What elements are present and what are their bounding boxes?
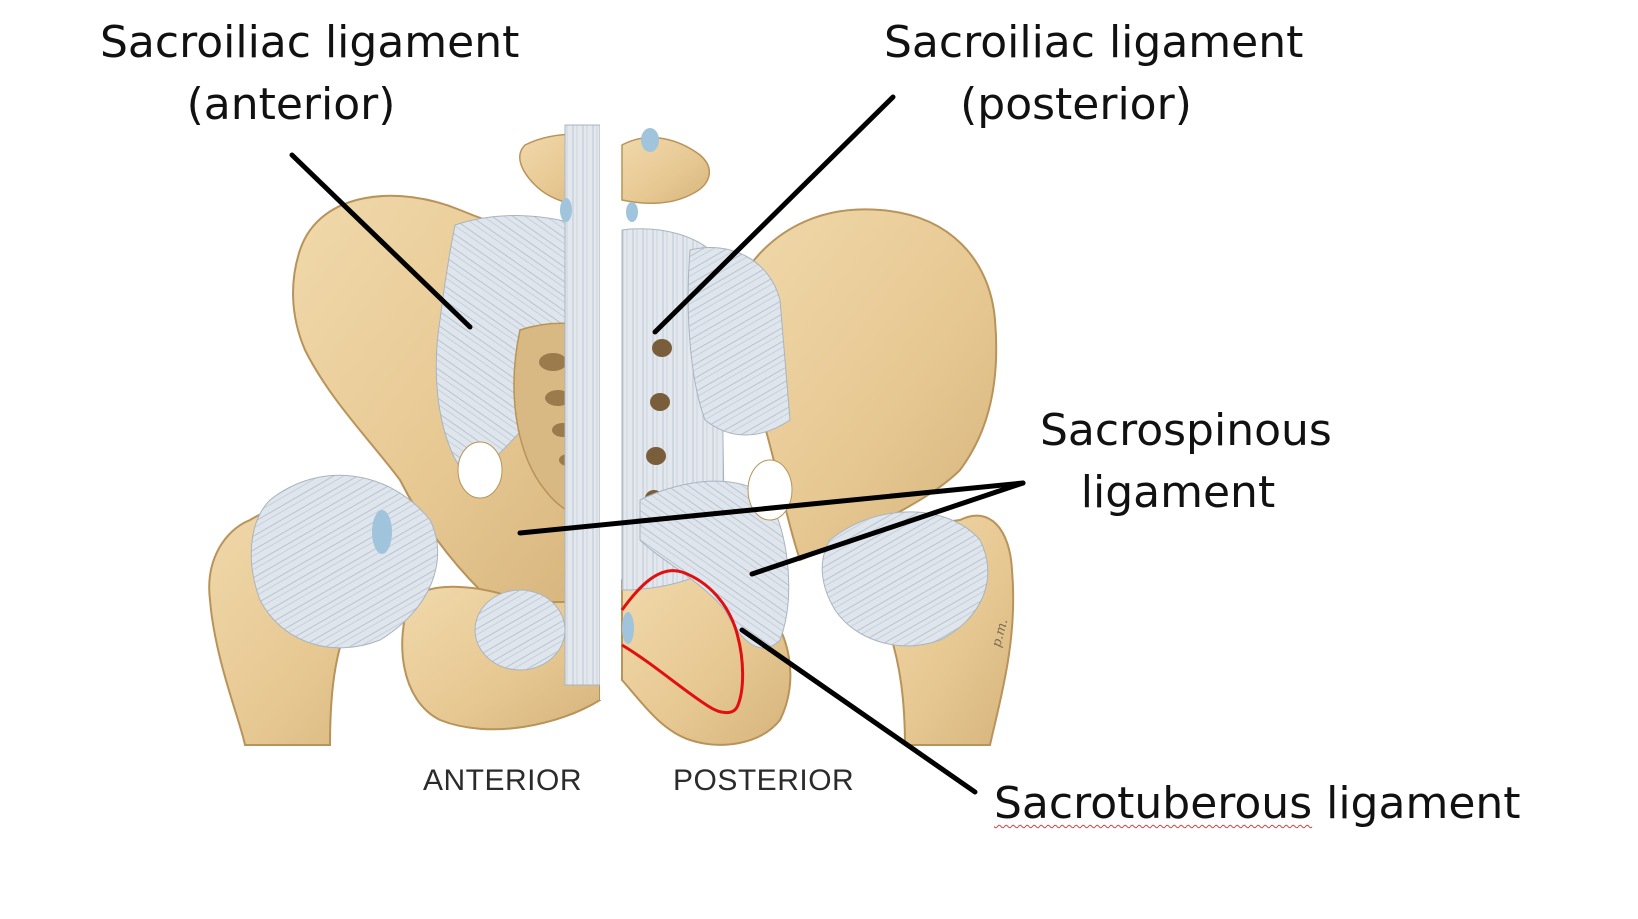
label-sacroiliac-anterior-line2: (anterior) <box>186 79 396 130</box>
label-sacroiliac-posterior-line1: Sacroiliac ligament <box>884 17 1304 68</box>
leader-si-posterior <box>652 94 896 335</box>
leader-sacrospinous-upper <box>517 480 1026 536</box>
leader-sacrospinous-lower <box>749 480 1026 577</box>
anterior-longitudinal-ligament <box>564 124 601 686</box>
left-disc <box>560 198 572 222</box>
leader-sacrotuberous <box>739 627 978 795</box>
leader-lines <box>289 94 1026 795</box>
label-sacroiliac-posterior-line2: (posterior) <box>960 79 1192 130</box>
view-label-posterior: POSTERIOR <box>673 764 855 797</box>
label-sacrotuberous-word1: Sacrotuberous <box>994 778 1313 829</box>
right-disc <box>641 128 659 152</box>
label-sacroiliac-anterior: Sacroiliac ligament (anterior) <box>100 12 520 136</box>
posterior-sacral-foramen <box>652 339 672 357</box>
view-divider <box>600 120 622 700</box>
left-obturator-membrane <box>474 589 566 671</box>
left-pubic-cartilage <box>372 510 392 554</box>
label-sacrospinous-line2: ligament <box>1080 467 1276 518</box>
posterior-sacral-foramen <box>646 447 666 465</box>
sacrotuberous-ligament-fibers <box>639 480 790 649</box>
label-sacrospinous: Sacrospinous ligament <box>1040 400 1332 524</box>
label-sacrotuberous: Sacrotuberous ligament <box>994 773 1521 835</box>
anterior-sacral-foramen <box>539 353 567 371</box>
label-sacroiliac-anterior-line1: Sacroiliac ligament <box>100 17 520 68</box>
label-sacroiliac-posterior: Sacroiliac ligament (posterior) <box>884 12 1304 136</box>
right-lumbar-vertebra <box>621 136 710 205</box>
left-sciatic-foramen <box>457 441 503 499</box>
right-disc <box>626 202 638 222</box>
right-pubic-cartilage <box>622 612 634 644</box>
left-hip-capsule <box>250 474 439 649</box>
label-sacrospinous-line1: Sacrospinous <box>1040 405 1332 456</box>
anterior-view <box>208 124 601 746</box>
leader-si-anterior <box>289 152 473 330</box>
posterior-view: p.m. <box>620 128 1015 746</box>
highlighted-region-outline <box>620 569 745 715</box>
posterior-sacral-foramen <box>650 393 670 411</box>
posterior-sacroiliac-ligament-fibers <box>687 246 791 436</box>
artist-signature: p.m. <box>989 617 1011 649</box>
view-label-anterior: ANTERIOR <box>423 764 583 797</box>
label-sacrotuberous-word2: ligament <box>1312 778 1521 829</box>
